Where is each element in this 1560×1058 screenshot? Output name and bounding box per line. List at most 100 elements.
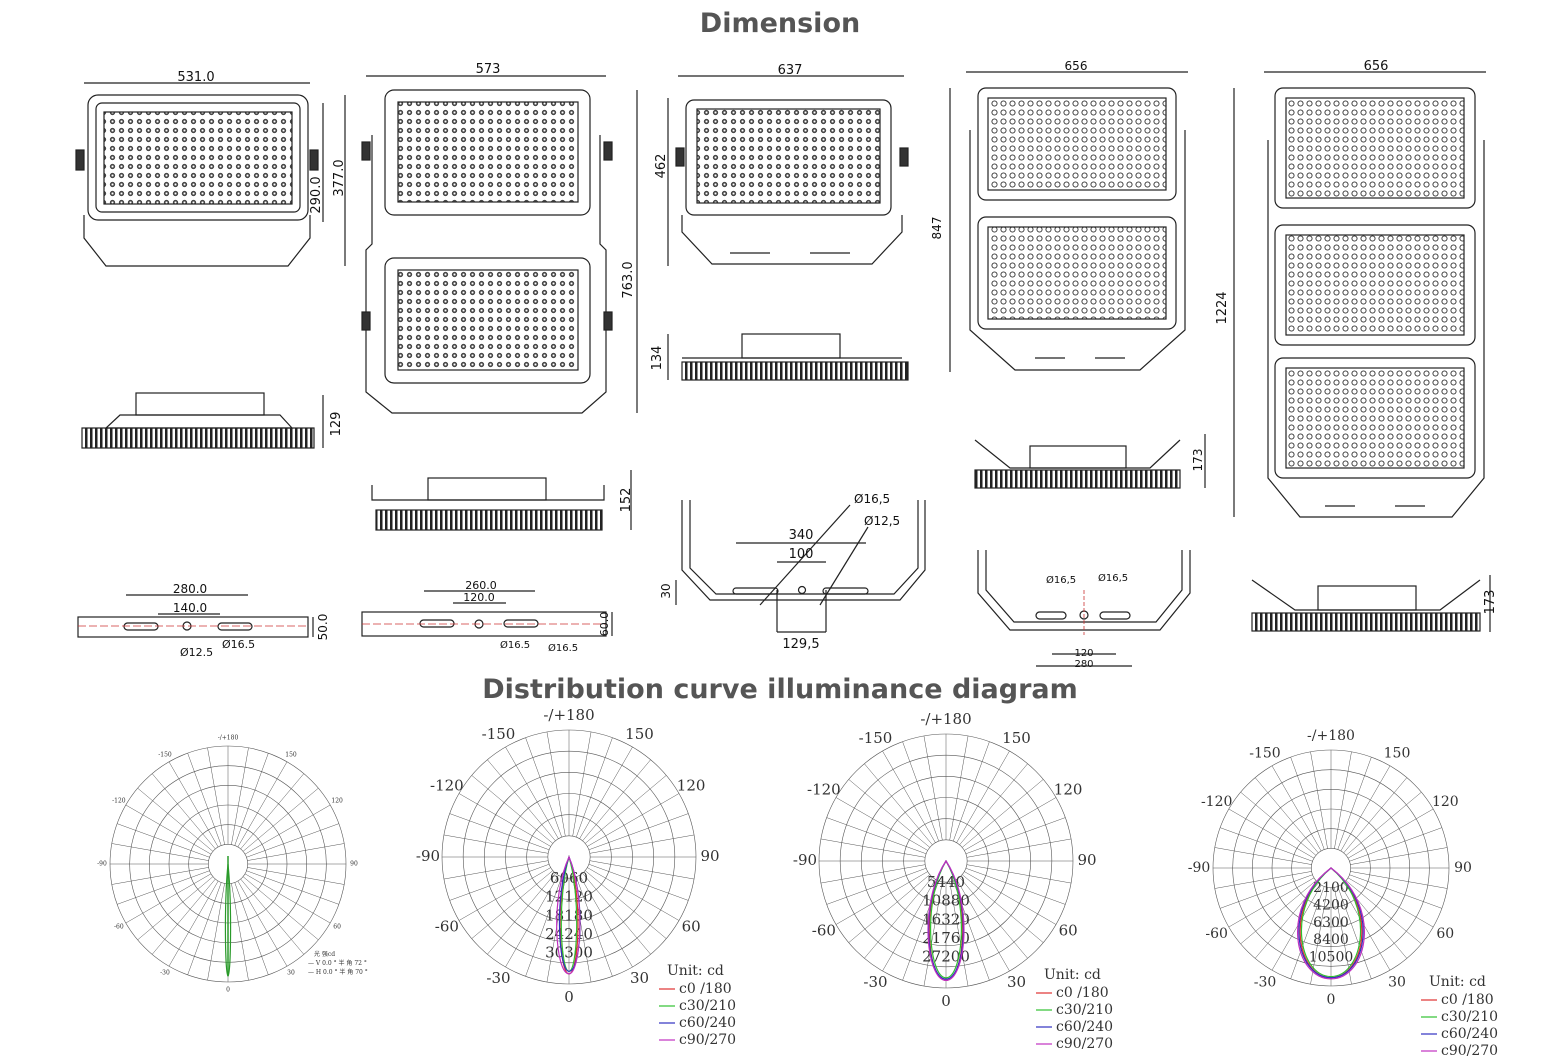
polar-spoke xyxy=(1290,757,1325,850)
polar-spoke xyxy=(820,864,926,884)
d3-bracket-100-label: 100 xyxy=(789,547,814,562)
polar-spoke xyxy=(962,779,1044,848)
d3-bracket-1295-label: 129,5 xyxy=(782,637,819,652)
polar-spoke xyxy=(923,735,943,841)
polar-spoke xyxy=(234,882,269,975)
polar-spoke xyxy=(835,871,928,925)
d2-height-label: 763.0 xyxy=(621,261,636,298)
polar-spoke xyxy=(187,882,222,975)
d1-hole-a-label: Ø16.5 xyxy=(222,638,255,651)
polar-angle-label: 150 xyxy=(1384,746,1411,762)
polar-angle-label: -150 xyxy=(1249,746,1280,762)
polar-spoke xyxy=(168,761,219,848)
polar-spoke xyxy=(1349,827,1442,862)
polar-angle-label: -150 xyxy=(859,729,893,747)
polar-spoke xyxy=(1240,880,1317,945)
polar-spoke xyxy=(237,761,288,848)
d4-width-label: 656 xyxy=(1065,59,1088,73)
polar-angle-label: 0 xyxy=(564,988,574,1006)
d4-hole-b-label: Ø16,5 xyxy=(1098,572,1128,584)
polar-spoke xyxy=(234,753,269,846)
polar-ring-label: 8400 xyxy=(1313,932,1349,948)
drawing-5-front xyxy=(1267,87,1485,518)
polar-spoke xyxy=(443,834,549,854)
polar-spoke xyxy=(949,735,969,841)
polar-legend-h: — H 0.0 ° 半 角 70 ° xyxy=(308,968,368,976)
polar-spoke xyxy=(487,873,556,955)
drawing-3-side xyxy=(681,333,909,381)
polar-spoke xyxy=(117,870,210,905)
polar-angle-label: 90 xyxy=(700,847,719,865)
polar-spoke xyxy=(572,731,592,837)
polar-spoke xyxy=(505,875,559,968)
polar-angle-label: 90 xyxy=(1077,851,1096,869)
d3-bracket-340-label: 340 xyxy=(789,528,814,543)
polar-spoke xyxy=(956,750,1010,843)
d3-bracket-h-label: 30 xyxy=(659,583,673,598)
polar-spoke xyxy=(589,834,695,854)
polar-angle-label: -30 xyxy=(863,973,887,991)
polar-legend-item: c30/210 xyxy=(1441,1009,1498,1025)
d4-depth-label: 173 xyxy=(1191,449,1205,472)
polar-angle-label: -90 xyxy=(416,847,440,865)
polar-spoke xyxy=(848,779,930,848)
polar-spoke xyxy=(864,877,933,959)
polar-spoke xyxy=(247,867,345,885)
polar-ring-label: 6060 xyxy=(550,869,588,887)
polar-unit-label: Unit: cd xyxy=(1044,967,1101,983)
polar-spoke xyxy=(207,747,225,845)
d1-bracket-inner-label: 140.0 xyxy=(173,601,207,615)
polar-spoke xyxy=(1240,791,1317,856)
polar-spoke xyxy=(137,876,214,941)
d1-width-label: 531.0 xyxy=(177,70,214,85)
polar-spoke xyxy=(471,870,553,939)
drawing-2-front xyxy=(361,89,613,414)
polar-legend-item: c0 /180 xyxy=(679,981,732,997)
drawing-2-bracket xyxy=(361,611,607,637)
polar-spoke xyxy=(240,878,305,955)
polar-spoke xyxy=(882,879,936,972)
polar-ring-label: 12120 xyxy=(545,888,593,906)
polar-angle-label: -/+180 xyxy=(1307,728,1355,744)
drawing-1-bracket xyxy=(77,616,309,638)
polar-ring-label: 4200 xyxy=(1313,897,1349,913)
polar-angle-label: 60 xyxy=(333,924,341,931)
polar-spoke xyxy=(587,793,680,847)
polar-spoke xyxy=(1228,808,1315,859)
polar-angle-label: 150 xyxy=(1002,729,1031,747)
polar-angle-label: -120 xyxy=(1201,794,1232,810)
polar-curve xyxy=(1300,867,1362,978)
polar-spoke xyxy=(964,797,1057,851)
polar-angle-label: -120 xyxy=(112,798,126,805)
polar-unit-label: Unit: cd xyxy=(667,963,724,979)
d1-depth-label: 129 xyxy=(329,412,344,437)
drawing-4-bracket xyxy=(977,550,1191,631)
polar-legend-item: c90/270 xyxy=(1056,1036,1113,1052)
polar-spoke xyxy=(864,763,933,845)
polar-angle-label: 120 xyxy=(331,798,343,805)
polar-spoke xyxy=(576,737,613,838)
d1-height-inner-label: 290.0 xyxy=(309,176,324,213)
polar-angle-label: 0 xyxy=(941,992,951,1010)
polar-angle-label: -120 xyxy=(807,781,841,799)
polar-spoke xyxy=(1290,886,1325,979)
polar-angle-label: 30 xyxy=(287,970,295,977)
polar-spoke xyxy=(579,746,633,839)
polar-spoke xyxy=(585,775,667,844)
polar-spoke xyxy=(1228,877,1315,928)
d3-height-label: 462 xyxy=(654,154,669,179)
d2-bracket-inner-label: 120.0 xyxy=(463,591,495,604)
polar-spoke xyxy=(962,874,1044,943)
polar-spoke xyxy=(1220,827,1313,862)
polar-legend-unit: 光 强cd xyxy=(314,950,335,958)
polar-angle-label: -60 xyxy=(1205,926,1228,942)
polar-spoke xyxy=(525,737,562,838)
polar-spoke xyxy=(151,773,216,850)
polar-spoke xyxy=(125,873,212,924)
d4-hole-a-label: Ø16,5 xyxy=(1046,574,1076,586)
d3-hole-a-label: Ø16,5 xyxy=(854,492,890,506)
polar-ring-label: 21760 xyxy=(922,929,970,947)
